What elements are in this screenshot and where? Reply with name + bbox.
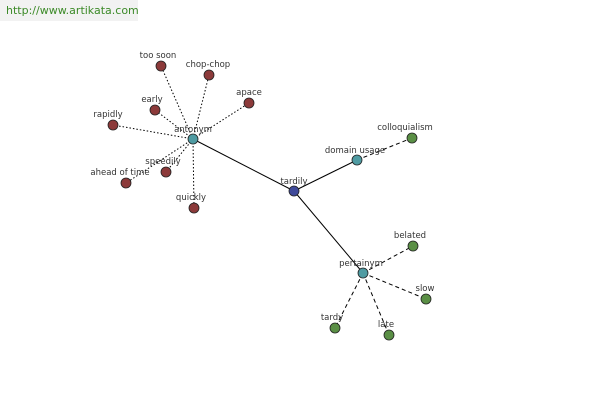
node-slow[interactable]: slow	[416, 284, 435, 305]
node-rapidly[interactable]: rapidly	[93, 110, 123, 131]
node-label: early	[141, 95, 162, 105]
node-marker[interactable]	[120, 177, 132, 189]
edge-antonym-early	[154, 109, 194, 140]
edge-domain-usage-colloquialism	[356, 137, 413, 161]
edge-antonym-rapidly	[112, 124, 194, 140]
edge-antonym-chop-chop	[192, 74, 210, 140]
node-marker[interactable]	[406, 132, 418, 144]
edges-layer	[112, 65, 427, 336]
node-label: pertainym	[339, 259, 383, 269]
node-marker[interactable]	[329, 322, 341, 334]
node-label: late	[378, 320, 394, 330]
node-marker[interactable]	[288, 185, 300, 197]
edge-antonym-apace	[192, 102, 250, 140]
node-label: slow	[416, 284, 435, 294]
node-label: quickly	[176, 193, 206, 203]
edge-pertainym-tardy	[334, 272, 364, 329]
node-apace[interactable]: apace	[236, 88, 262, 109]
node-label: rapidly	[93, 110, 122, 120]
node-colloquialism[interactable]: colloquialism	[377, 123, 433, 144]
node-ahead-of-time[interactable]: ahead of time	[90, 168, 150, 189]
edge-pertainym-belated	[362, 245, 414, 274]
node-antonym[interactable]: antonym	[174, 125, 212, 145]
site-url-link[interactable]: http://www.artikata.com	[6, 4, 139, 17]
node-label: tardy	[321, 313, 343, 323]
node-label: antonym	[174, 125, 212, 135]
node-marker[interactable]	[107, 119, 119, 131]
node-quickly[interactable]: quickly	[176, 193, 206, 214]
edge-pertainym-late	[362, 272, 390, 336]
node-label: colloquialism	[377, 123, 433, 133]
node-chop-chop[interactable]: chop-chop	[186, 60, 230, 81]
node-label: chop-chop	[186, 60, 230, 70]
node-marker[interactable]	[420, 293, 432, 305]
node-label: ahead of time	[90, 168, 149, 178]
url-banner: http://www.artikata.com	[0, 0, 139, 21]
edge-antonym-ahead-of-time	[125, 138, 194, 184]
node-marker[interactable]	[188, 202, 200, 214]
edge-pertainym-slow	[362, 272, 427, 300]
node-label: domain usage	[325, 146, 385, 156]
node-marker[interactable]	[187, 133, 199, 145]
node-marker[interactable]	[383, 329, 395, 341]
node-marker[interactable]	[149, 104, 161, 116]
node-late[interactable]: late	[378, 320, 395, 341]
node-marker[interactable]	[155, 60, 167, 72]
node-marker[interactable]	[203, 69, 215, 81]
edge-tardily-antonym	[192, 138, 295, 192]
node-marker[interactable]	[243, 97, 255, 109]
node-belated[interactable]: belated	[394, 231, 426, 252]
node-early[interactable]: early	[141, 95, 163, 116]
node-domain-usage[interactable]: domain usage	[325, 146, 385, 166]
node-marker[interactable]	[160, 166, 172, 178]
node-marker[interactable]	[351, 154, 363, 166]
node-tardy[interactable]: tardy	[321, 313, 343, 334]
node-label: too soon	[140, 51, 177, 61]
node-too-soon[interactable]: too soon	[140, 51, 177, 72]
node-label: tardily	[280, 177, 307, 187]
node-label: belated	[394, 231, 426, 241]
node-pertainym[interactable]: pertainym	[339, 259, 383, 279]
node-label: speedily	[145, 157, 180, 167]
node-label: apace	[236, 88, 262, 98]
edge-tardily-pertainym	[293, 190, 364, 274]
edge-antonym-too-soon	[160, 65, 194, 140]
node-speedily[interactable]: speedily	[145, 157, 181, 178]
nodes-layer: tardily antonym domain usage pertainym too s…	[90, 51, 435, 341]
edge-tardily-domain-usage	[293, 159, 358, 192]
edge-antonym-speedily	[165, 138, 194, 173]
node-tardily[interactable]: tardily	[280, 177, 308, 197]
node-marker[interactable]	[407, 240, 419, 252]
edge-antonym-quickly	[192, 138, 195, 209]
node-marker[interactable]	[357, 267, 369, 279]
